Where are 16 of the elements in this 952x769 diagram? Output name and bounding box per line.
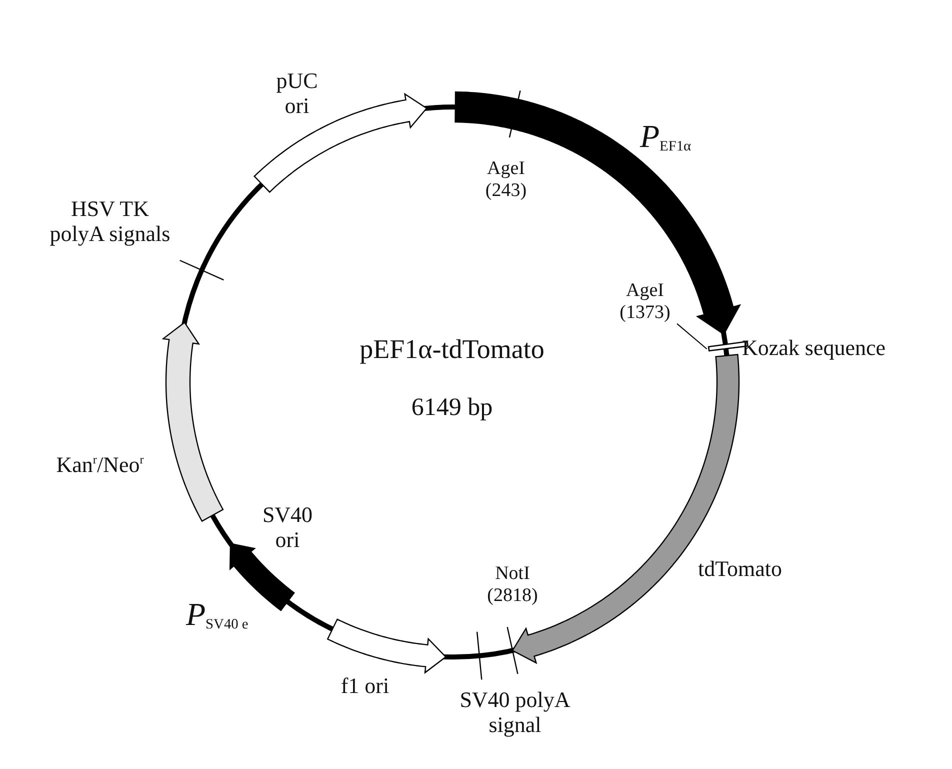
feature-label: SV40 polyA signal xyxy=(458,687,572,738)
site-label: NotI (2818) xyxy=(486,563,539,607)
plasmid-size: 6149 bp xyxy=(410,394,494,423)
feature-label: P$_{SV40 e}$ xyxy=(186,596,250,634)
site-label: AgeI (1373) xyxy=(605,280,685,324)
feature-label: P$_{EF1α}$ xyxy=(640,118,692,156)
site-label: AgeI (243) xyxy=(484,158,528,202)
feature-label: Kozak sequence xyxy=(742,335,887,360)
feature-label: tdTomato xyxy=(698,556,784,582)
feature-label: pUC ori xyxy=(275,68,319,119)
feature-label: Kan$^{r}$/Neo$^{r}$ xyxy=(55,452,145,478)
feature-label: SV40 ori xyxy=(261,502,314,553)
feature-label: f1 ori xyxy=(340,673,390,698)
plasmid-name: pEF1α-tdTomato xyxy=(358,334,546,366)
feature-label: HSV TK polyA signals xyxy=(48,196,172,247)
leader-line xyxy=(676,323,708,350)
